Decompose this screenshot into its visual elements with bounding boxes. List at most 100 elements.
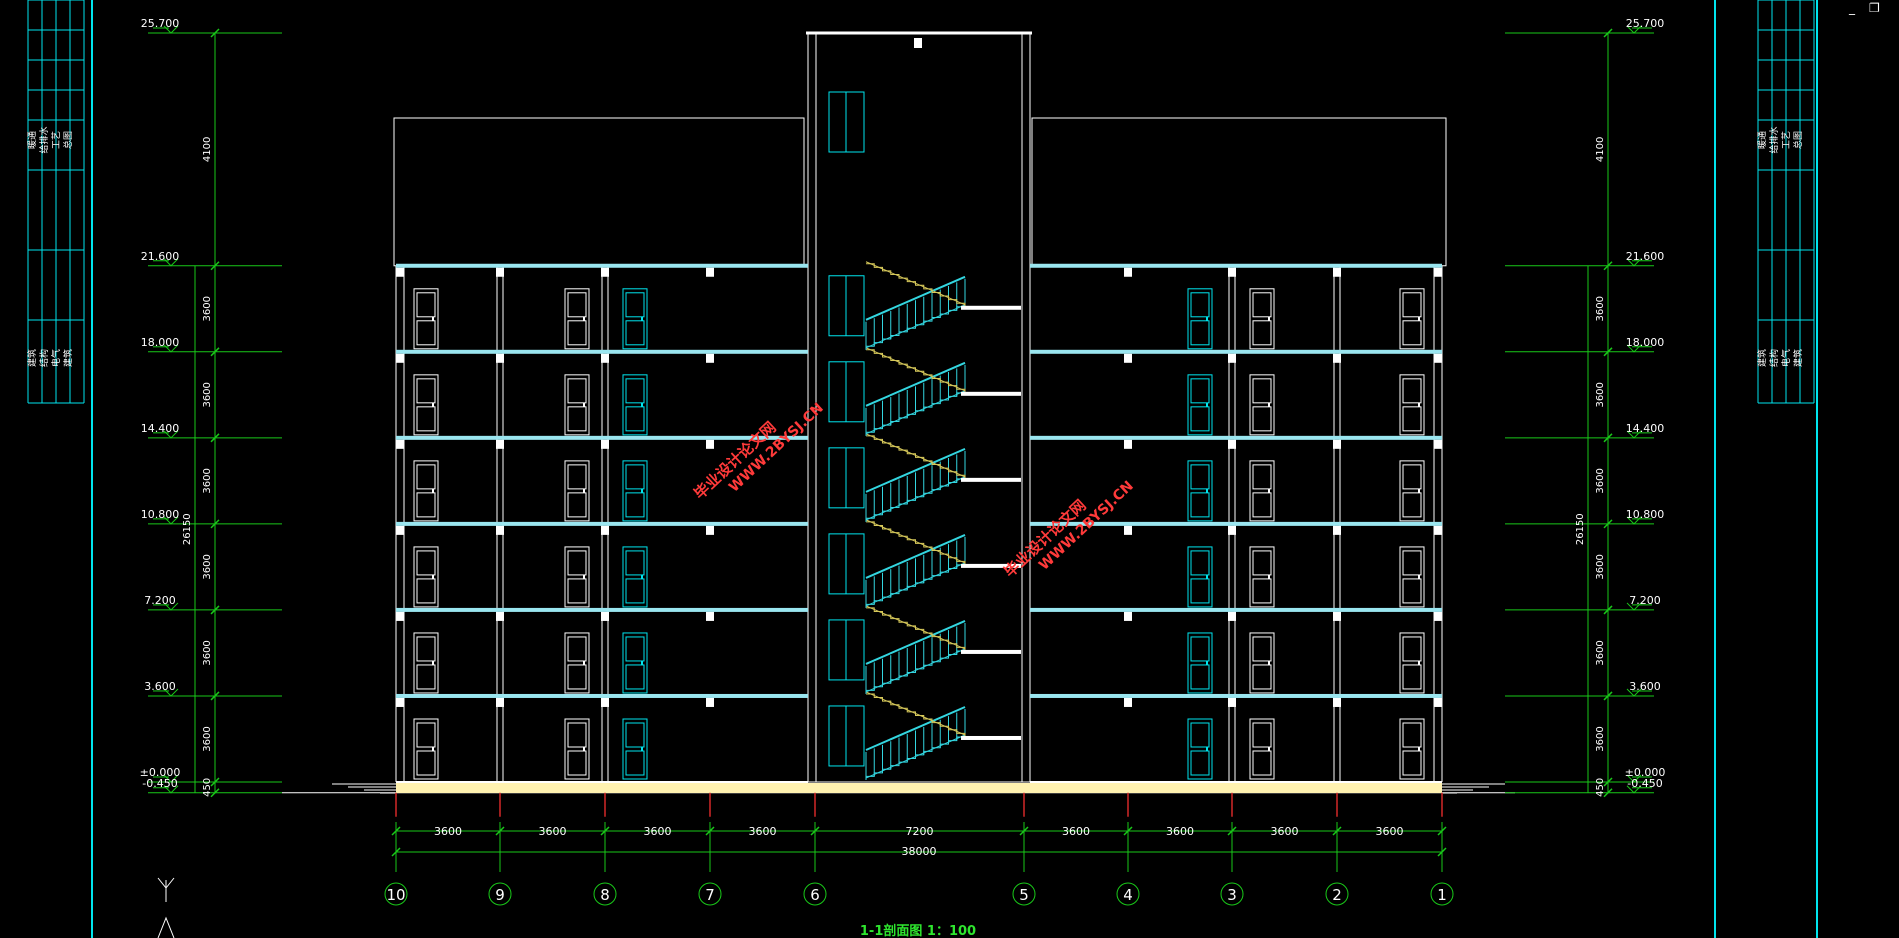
door-panel [1190,636,1210,662]
level-label: -0.450 [142,777,177,790]
level-label: ±0.000 [140,766,181,779]
door [1399,546,1425,608]
axis-bubble [803,882,827,906]
stair-soffit [865,691,966,736]
door [622,632,648,694]
segment-dimension-label: 3600 [1595,554,1606,579]
axis-label: 3 [1227,886,1237,904]
door-panel [567,550,587,576]
dimension-tick [210,691,220,701]
axis-label: 10 [386,886,405,904]
drawing-frame [91,0,1818,938]
level-label: 10.800 [1626,508,1665,521]
beam [601,353,609,363]
stair-handrail [865,533,966,579]
segment-dimension-label: 4100 [202,137,213,162]
axis-label: 2 [1332,886,1342,904]
door [564,632,590,694]
door [622,546,648,608]
stair-handrail [865,447,966,493]
door-panel [567,578,587,604]
door [1249,460,1275,522]
stair-landing [961,649,1021,654]
axis-dimension-label: 3600 [434,825,462,838]
floor-slab [396,693,808,698]
beam [1124,697,1132,707]
axis-label: 6 [810,886,820,904]
left-level-dimensions: 25.70021.60018.00014.40010.8007.2003.600… [140,17,282,798]
beam [396,697,404,707]
title-block-label: 建筑 [26,349,38,367]
door-panel [1190,378,1210,404]
beam [1434,611,1442,621]
beam [1434,525,1442,535]
beam [496,353,504,363]
door-panel [1402,406,1422,432]
dimension-tick [210,788,220,798]
stair-soffit [865,519,966,564]
door [1187,546,1213,608]
beam [1434,439,1442,449]
segment-dimension-label: 3600 [202,296,213,321]
door-panel [1402,320,1422,346]
door-panel [1190,492,1210,518]
segment-dimension-label: 450 [1595,778,1606,797]
axis-dimension-label: 3600 [1376,825,1404,838]
floor-slab [1030,349,1442,354]
beam [496,267,504,277]
ucs-arrow [157,916,175,938]
door [1249,632,1275,694]
door-panel [416,550,436,576]
door-panel [1402,492,1422,518]
door-panel [1402,750,1422,776]
title-block-label: 总图 [1792,131,1804,149]
door-panel [1252,664,1272,690]
door-panel [1402,578,1422,604]
door [622,288,648,350]
door-panel [1402,292,1422,318]
level-label: 10.800 [141,508,180,521]
axis-bubble [1325,882,1349,906]
door [1187,374,1213,436]
door-panel [625,750,645,776]
axis-bubble [698,882,722,906]
beam [1333,611,1341,621]
door-panel [1402,722,1422,748]
ucs-icon [157,877,175,938]
axis-label: 1 [1437,886,1447,904]
stair-handrail [865,275,966,321]
door-panel [1190,550,1210,576]
door-panel [567,464,587,490]
floor-slab [1030,435,1442,440]
beam [396,353,404,363]
beam [1333,439,1341,449]
beam [496,611,504,621]
axis-label: 8 [600,886,610,904]
door-panel [416,464,436,490]
beam [601,697,609,707]
stair-soffit [865,605,966,650]
level-label: 7.200 [144,594,176,607]
door-panel [416,750,436,776]
dimension-tick [210,433,220,443]
door-panel [625,292,645,318]
beam [1228,611,1236,621]
floor-slab [1030,693,1442,698]
door [1399,374,1425,436]
axis-bubble [1012,882,1036,906]
minimize-button[interactable]: _ [1849,1,1855,15]
restore-button[interactable]: ❐ [1869,1,1880,15]
title-block-label: 电气 [50,349,62,367]
door-panel [1402,378,1422,404]
door-panel [625,722,645,748]
door-panel [1252,378,1272,404]
door-panel [567,750,587,776]
door [564,718,590,780]
door-panel [1252,292,1272,318]
stair-landing [961,391,1021,396]
door-panel [1252,492,1272,518]
door-panel [1402,464,1422,490]
title-block-label: 暖通 [26,131,38,149]
beam [496,697,504,707]
